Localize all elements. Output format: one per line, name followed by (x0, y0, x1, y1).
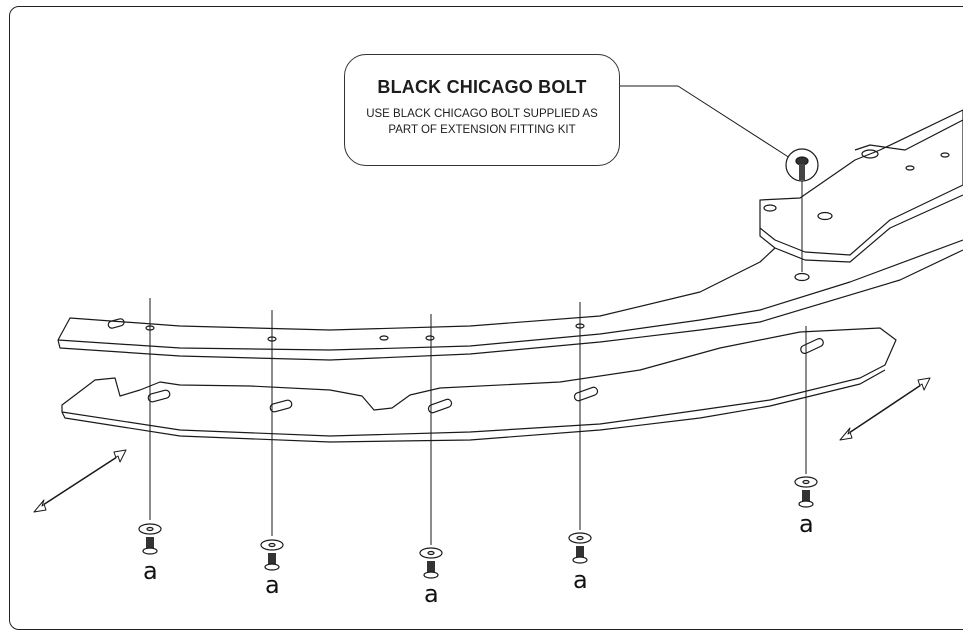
bolt-hole (379, 335, 389, 341)
chicago-bolt-head (795, 156, 809, 166)
mounting-plate-edge (759, 194, 963, 263)
slot (107, 318, 125, 329)
callout-title: BLACK CHICAGO BOLT (377, 77, 587, 97)
splitter-upper (57, 247, 776, 341)
extension-slot (269, 399, 293, 413)
adjust-arrow-right (839, 377, 931, 441)
bolt-hole (794, 272, 810, 282)
plate-hole (905, 165, 915, 171)
fastener-4 (568, 532, 592, 564)
fastener-5 (794, 476, 818, 508)
fastener-label: a (265, 571, 280, 599)
fastener-label: a (573, 566, 588, 594)
extension-blade-edge (61, 369, 886, 443)
extension-slot (800, 338, 824, 354)
extension-slot (427, 398, 453, 414)
extension-slot (573, 386, 599, 402)
fastener-label: a (799, 510, 814, 538)
fastener-3 (419, 547, 443, 579)
callout-box: BLACK CHICAGO BOLT USE BLACK CHICAGO BOL… (344, 54, 620, 166)
chicago-bolt-shank (799, 164, 805, 180)
mounting-plate-rib (854, 119, 963, 151)
fastener-label: a (143, 557, 158, 585)
callout-leader (620, 85, 791, 159)
plate-hole (940, 152, 950, 158)
fastener-1 (138, 523, 162, 555)
diagram-frame (9, 6, 963, 630)
fastener-label: a (424, 580, 439, 608)
extension-slot (147, 389, 171, 403)
callout-body: USE BLACK CHICAGO BOLT SUPPLIED AS PART … (366, 108, 598, 136)
plate-hole (817, 211, 833, 221)
plate-hole (861, 149, 879, 159)
plate-hole (763, 204, 777, 212)
fastener-2 (260, 539, 284, 571)
bolt-hole (425, 335, 435, 341)
splitter-upper-top (57, 239, 963, 351)
adjust-arrow-left (33, 449, 127, 513)
mounting-plate (759, 109, 963, 256)
extension-blade (61, 327, 897, 437)
splitter-upper-front (57, 249, 963, 361)
